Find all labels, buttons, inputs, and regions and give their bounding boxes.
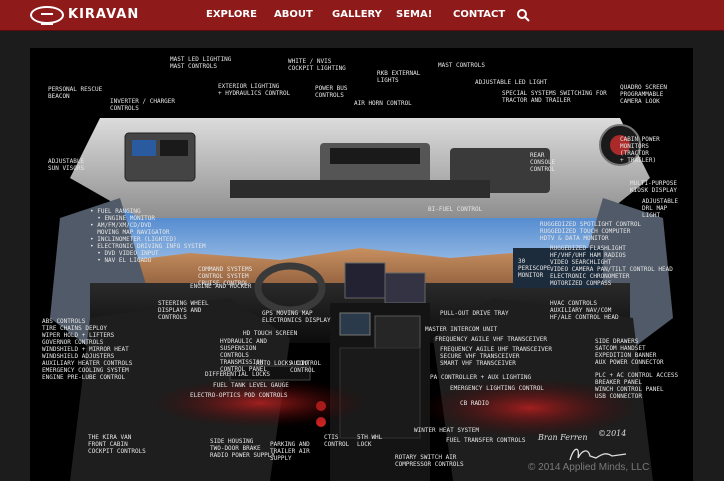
annotation: PLC + AC CONTROL ACCESS BREAKER PANEL WI… — [595, 372, 679, 400]
annotation: REAR CONSOLE CONTROL — [530, 152, 556, 173]
annotation: SIDE HOUSING TWO-DOOR BRAKE RADIO POWER … — [210, 438, 276, 459]
annotation: PA CONTROLLER + AUX LIGHTING — [430, 374, 532, 381]
annotation: INVERTER / CHARGER CONTROLS — [110, 98, 176, 112]
annotation: CTIS CONTROL — [324, 434, 350, 448]
annotation: ENGINE AND ROCKER — [190, 283, 252, 290]
annotation: HYDRAULIC AND SUSPENSION CONTROLS TRANSM… — [220, 338, 267, 373]
top-nav-bar: KIRAVAN EXPLORE ABOUT GALLERY SEMA! CONT… — [0, 0, 724, 31]
nav-gallery[interactable]: GALLERY — [332, 9, 382, 20]
signature-name: Bran Ferren — [538, 433, 588, 442]
annotation: PULL-OUT DRIVE TRAY — [440, 310, 509, 317]
annotation: ABS CONTROLS TIRE CHAINS DEPLOY WIPER HO… — [42, 318, 133, 381]
nav-explore[interactable]: EXPLORE — [206, 9, 257, 20]
cockpit-photo — [30, 48, 693, 481]
annotation: EXTERIOR LIGHTING + HYDRAULICS CONTROL — [218, 83, 291, 97]
annotation: PARKING AND TRAILER AIR SUPPLY — [270, 441, 310, 462]
annotation: The Kira Van FRONT CABIN COCKPIT CONTROL… — [88, 434, 146, 455]
annotation: WINTER HEAT SYSTEM — [414, 427, 480, 434]
annotation: PERSONAL RESCUE BEACON — [48, 86, 103, 100]
annotation: FUEL TRANSFER CONTROLS — [446, 437, 526, 444]
annotation: GPS MOVING MAP ELECTRONICS DISPLAY — [262, 310, 331, 324]
nav-sema[interactable]: SEMA! — [396, 9, 433, 20]
annotation: ADJUSTABLE LED LIGHT — [475, 79, 548, 86]
annotation: 30 PERISCOPE MONITOR — [518, 258, 551, 279]
annotation: HD TOUCH SCREEN — [243, 330, 298, 337]
annotation: DIFFERENTIAL LOCKS — [205, 371, 271, 378]
signature-scribble — [569, 448, 627, 461]
annotation: AUTO LOCKS CONTROL — [256, 360, 322, 367]
annotation: WHITE / NVIS COCKPIT LIGHTING — [288, 58, 346, 72]
annotation: CB RADIO — [460, 400, 489, 407]
annotation: POWER BUS CONTROLS — [315, 85, 348, 99]
annotation: MULTI-PURPOSE KIOSK DISPLAY — [630, 180, 677, 194]
annotation: STEERING WHEEL DISPLAYS AND CONTROLS — [158, 300, 209, 321]
annotation: QUADRO SCREEN PROGRAMMABLE CAMERA LOOK — [620, 84, 667, 105]
signature-year: ©2014 — [598, 429, 627, 438]
annotation: AUDIO CONTROL — [290, 360, 316, 374]
annotation: MASTER INTERCOM UNIT — [425, 326, 498, 333]
annotation: 5TH WHL LOCK — [357, 434, 383, 448]
annotation: ELECTRO-OPTICS POD CONTROLS — [190, 392, 288, 399]
cockpit-diagram: MAST LED LIGHTING MAST CONTROLS WHITE / … — [30, 48, 693, 481]
nav-about[interactable]: ABOUT — [274, 9, 313, 20]
annotation: ROTARY SWITCH AIR COMPRESSOR CONTROLS — [395, 454, 464, 468]
annotation: AIR HORN CONTROL — [354, 100, 412, 107]
annotation: FUEL TANK LEVEL GAUGE — [213, 382, 289, 389]
annotation: RUGGEDIZED SPOTLIGHT CONTROL RUGGEDIZED … — [540, 221, 642, 242]
annotation: BI-FUEL CONTROL — [428, 206, 483, 213]
annotation: FREQUENCY AGILE VHF TRANSCEIVER — [435, 336, 547, 343]
annotation: • FUEL RANGING • ENGINE MONITOR • AM/FM/… — [90, 208, 206, 264]
annotation: RKB EXTERNAL LIGHTS — [377, 70, 421, 84]
logo-emblem-icon — [30, 6, 64, 25]
search-icon[interactable] — [516, 8, 530, 22]
annotation: COMMAND SYSTEMS CONTROL SYSTEM CRUISE CO… — [198, 266, 253, 287]
annotation: MAST LED LIGHTING MAST CONTROLS — [170, 56, 232, 70]
annotation: CABIN POWER MONITORS (TRACTOR + TRAILER) — [620, 136, 660, 164]
annotation: EMERGENCY LIGHTING CONTROL — [450, 385, 544, 392]
annotation: FREQUENCY AGILE UHF TRANSCEIVER SECURE V… — [440, 346, 552, 367]
copyright-text: © 2014 Applied Minds, LLC — [528, 462, 650, 473]
logo-text: KIRAVAN — [68, 7, 140, 22]
nav-contact[interactable]: CONTACT — [453, 9, 506, 20]
annotation: SPECIAL SYSTEMS SWITCHING FOR TRACTOR AN… — [502, 90, 607, 104]
annotation: ADJUSTABLE SUN VISORS — [48, 158, 85, 172]
annotation: MAST CONTROLS — [438, 62, 485, 69]
kiravan-logo[interactable]: KIRAVAN — [30, 4, 148, 26]
annotation: RUGGEDIZED FLASHLIGHT HF/VHF/UHF HAM RAD… — [550, 245, 673, 287]
annotation: HVAC CONTROLS AUXILIARY NAV/COM HF/ALE C… — [550, 300, 619, 321]
annotation: ADJUSTABLE DRL MAP LIGHT — [642, 198, 679, 219]
annotation: SIDE DRAWERS SATCOM HANDSET EXPEDITION B… — [595, 338, 664, 366]
